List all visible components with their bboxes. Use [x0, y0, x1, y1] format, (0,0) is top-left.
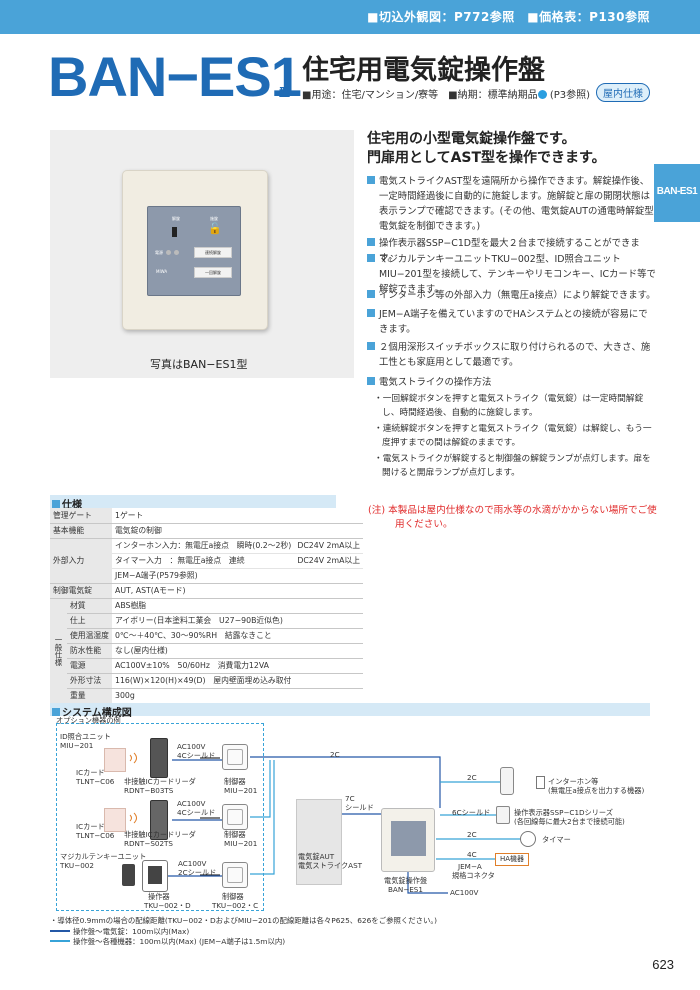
ic-card-1-icon — [104, 748, 126, 772]
card-reader-2 — [150, 800, 168, 840]
photo-caption: 写真はBAN−ES1型 — [150, 358, 248, 371]
feature-item: ２個用深形スイッチボックスに取り付けられるので、大きさ、施工性とも家庭用として最… — [367, 340, 657, 370]
wire-2c-label: 2C — [467, 830, 477, 839]
lock-icon: 🔓 — [208, 222, 222, 235]
caution-note: (注) 本製品は屋内仕様なので雨水等の水滴がかからない場所でご使用ください。 — [368, 505, 657, 530]
page-number: 623 — [652, 957, 674, 972]
spec-header-bar — [50, 495, 336, 508]
product-photo: 解錠 施錠 🔓 電源 連続解錠 一回解錠 MIWA 写真はBAN−ES1型 — [50, 130, 354, 378]
operation-item: ・電気ストライクが解錠すると制御盤の解錠ランプが点灯します。扉を開けると開扉ラン… — [374, 454, 651, 478]
table-row: 外部入力インターホン入力：無電圧a接点 瞬時(0.2〜2秒)DC24V 2mA以… — [50, 538, 364, 584]
interphone-handset-icon — [536, 776, 545, 789]
control-panel: 解錠 施錠 🔓 電源 連続解錠 一回解錠 MIWA — [147, 206, 241, 296]
wire-2c-label: 2C — [330, 750, 340, 759]
main-control-unit — [381, 808, 435, 872]
power-led-icon — [166, 250, 171, 255]
table-row: 仕上アイボリー(日本塗料工業会 U27−90B近似色) — [50, 613, 364, 629]
product-title: 住宅用電気錠操作盤 — [302, 55, 545, 86]
timer-label: タイマー — [542, 835, 571, 844]
wire-2c-label: 2C — [467, 773, 477, 782]
wire-4c-label: 4C — [467, 850, 477, 859]
legend-line-dark — [50, 930, 70, 932]
system-title: システム構成図 — [52, 704, 132, 719]
legend-line-light — [50, 940, 70, 942]
ha-device: HA機器 — [495, 853, 529, 866]
operation-item: ・一回解錠ボタンを押すと電気ストライク（電気錠）は一定時間解錠し、時間経過後、自… — [374, 394, 644, 418]
spec-title: 仕様 — [52, 496, 82, 511]
footer-line-2: 操作盤〜各種機器：100m以内(Max) (JEM−A端子は1.5m以内) — [50, 936, 285, 947]
card-reader-1 — [150, 738, 168, 778]
feature-item: 電気ストライクの操作方法 — [367, 375, 657, 390]
feature-item: マジカルテンキーユニットTKU−002型、ID照合ユニットMIU−201型を接続… — [367, 252, 657, 297]
feature-item: 操作表示器SSP−C1D型を最大２台まで接続することができます。 — [367, 236, 657, 266]
side-index-tab[interactable]: BAN-ES1 — [654, 164, 700, 222]
controller-3 — [222, 862, 248, 888]
lead-text: 住宅用の小型電気錠操作盤です。 門扉用としてAST型を操作できます。 — [367, 131, 606, 166]
reference-links[interactable]: ■切込外観図：P772参照 ■価格表：P130参照 — [367, 10, 650, 24]
controller-1 — [222, 744, 248, 770]
table-row: 基本機能電気錠の制御 — [50, 523, 364, 539]
operation-unit — [142, 860, 168, 892]
feature-item: インターホン等の外部入力（無電圧a接点）により解錠できます。 — [367, 288, 657, 303]
operation-item: ・連続解錠ボタンを押すと電気ストライク（電気錠）は解錠し、もう一度押すまでの間は… — [374, 424, 652, 448]
ssp-label: 操作表示器SSP−C1Dシリーズ(各回線毎に最大2台まで接続可能) — [514, 808, 625, 826]
option-label: オプション機器の例 — [56, 716, 121, 725]
interphone-label: インターホン等(無電圧a接点を出力する機器) — [548, 777, 645, 795]
footer-line-1: 操作盤〜電気錠：100m以内(Max) — [50, 926, 189, 937]
model-suffix: 型 — [279, 86, 290, 99]
feature-item: JEM−A端子を備えていますのでHAシステムとの接続が容易にできます。 — [367, 307, 657, 337]
ssp-indicator-icon — [496, 806, 510, 824]
toggle-switch-icon — [172, 227, 177, 237]
top-header-bar: ■切込外観図：P772参照 ■価格表：P130参照 — [0, 0, 700, 34]
controller-2 — [222, 804, 248, 830]
standard-delivery-dot-icon — [537, 90, 547, 99]
indoor-badge: 屋内仕様 — [596, 83, 650, 102]
wire-6c-label: 6Cシールド — [452, 808, 491, 817]
timer-clock-icon — [520, 831, 536, 847]
ic-card-2-icon — [104, 808, 126, 832]
table-row: JEM−A端子(P579参照) — [50, 568, 364, 584]
remote-key-icon — [122, 864, 135, 886]
footer-note: ・導体径0.9mmの場合の配線距離(TKU−002・DおよびMIU−201の配線… — [50, 916, 437, 925]
electric-strike-door — [296, 799, 342, 885]
ac100-label: AC100V — [450, 888, 479, 897]
interphone-icon — [500, 767, 514, 795]
table-row: 防水性能なし(屋内仕様) — [50, 643, 364, 659]
product-meta: ■用途：住宅/マンション/寮等 ■納期：標準納期品 (P3参照) — [302, 90, 591, 101]
status-led-icon — [174, 250, 179, 255]
model-number: BAN−ES1 — [48, 45, 302, 108]
feature-item: 電気ストライクAST型を遠隔所から操作できます。解錠操作後、一定時間経過後に自動… — [367, 174, 657, 234]
system-header-bar — [50, 703, 650, 716]
